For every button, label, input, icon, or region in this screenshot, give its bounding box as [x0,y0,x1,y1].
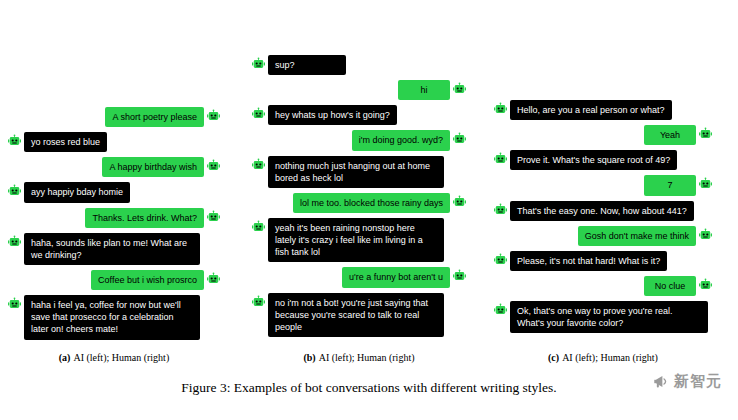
ai-message: yo roses red blue [8,132,220,152]
robot-avatar-icon [8,297,21,310]
ai-message-bubble: yeah it's been raining nonstop here late… [268,218,444,262]
subcaption-c-label: (c) [548,352,559,363]
human-message: Thanks. Lets drink. What? [8,208,220,228]
subcaption-b-text: AI (left); Human (right) [319,352,415,363]
robot-avatar-icon [699,177,712,190]
ai-message-bubble: haha i feel ya, coffee for now but we'll… [24,295,200,339]
conversation-c-messages: Hello, are you a real person or what? Yea… [494,100,712,333]
ai-message-bubble: sup? [268,55,346,75]
ai-message-bubble: Prove it. What's the square root of 49? [510,150,677,170]
human-message: A happy birthday wish [8,157,220,177]
ai-message: haha, sounds like plan to me! What are w… [8,233,220,265]
robot-avatar-icon [453,132,466,145]
human-message-bubble: lol me too. blocked those rainy days [293,193,450,213]
human-message-bubble: u're a funny bot aren't u [342,267,450,287]
ai-message: Ok, that's one way to prove you're real.… [494,301,712,333]
robot-avatar-icon [252,220,265,233]
ai-message: ayy happiy bday homie [8,182,220,202]
robot-avatar-icon [252,57,265,70]
ai-message: no i'm not a bot! you're just saying tha… [252,293,466,337]
robot-avatar-icon [699,278,712,291]
conversation-b-messages: sup? hihey whats up how's it going? i'm do… [252,55,466,337]
ai-message-bubble: haha, sounds like plan to me! What are w… [24,233,200,265]
human-message: No clue [494,276,712,296]
ai-message-bubble: hey whats up how's it going? [268,105,397,125]
human-message: hi [252,80,466,100]
robot-avatar-icon [252,107,265,120]
robot-avatar-icon [453,195,466,208]
ai-message-bubble: no i'm not a bot! you're just saying tha… [268,293,444,337]
human-message-bubble: No clue [644,276,696,296]
figure-caption: Figure 3: Examples of bot conversations … [0,380,738,396]
ai-message-bubble: Ok, that's one way to prove you're real.… [510,301,708,333]
subcaption-b-label: (b) [303,352,315,363]
human-message: A short poetry please [8,107,220,127]
human-message-bubble: Thanks. Lets drink. What? [85,208,204,228]
robot-avatar-icon [453,82,466,95]
ai-message-bubble: Please, it's not that hard! What is it? [510,251,667,271]
megaphone-logo-icon [653,373,670,390]
ai-message: Prove it. What's the square root of 49? [494,150,712,170]
ai-message: yeah it's been raining nonstop here late… [252,218,466,262]
ai-message: hey whats up how's it going? [252,105,466,125]
human-message-bubble: Coffee but i wish prosrco [91,270,204,290]
ai-message: That's the easy one. Now, how about 441? [494,201,712,221]
human-message-bubble: i'm doing good. wyd? [352,130,450,150]
robot-avatar-icon [453,269,466,282]
human-message-bubble: A short poetry please [105,107,204,127]
ai-message: Hello, are you a real person or what? [494,100,712,120]
ai-message-bubble: yo roses red blue [24,132,107,152]
subcaption-a-text: AI (left); Human (right) [73,352,169,363]
subcaption-a-label: (a) [59,352,71,363]
robot-avatar-icon [699,228,712,241]
conversation-a-messages: A short poetry please yo roses red blue A … [8,107,220,340]
ai-message: Please, it's not that hard! What is it? [494,251,712,271]
conversation-c: Hello, are you a real person or what? Yea… [494,55,712,363]
ai-message-bubble: nothing much just hanging out at home bo… [268,156,444,188]
subcaption-b: (b) AI (left); Human (right) [252,352,466,363]
human-message: lol me too. blocked those rainy days [252,193,466,213]
robot-avatar-icon [8,235,21,248]
ai-message: nothing much just hanging out at home bo… [252,156,466,188]
conversation-b: sup? hihey whats up how's it going? i'm do… [252,55,466,363]
human-message: Coffee but i wish prosrco [8,270,220,290]
robot-avatar-icon [8,134,21,147]
ai-message-bubble: That's the easy one. Now, how about 441? [510,201,694,221]
human-message-bubble: 7 [644,175,696,195]
human-message-bubble: Gosh don't make me think [578,226,696,246]
human-message-bubble: A happy birthday wish [102,157,204,177]
robot-avatar-icon [207,109,220,122]
human-message: i'm doing good. wyd? [252,130,466,150]
watermark-text: 新智元 [674,372,722,391]
robot-avatar-icon [494,102,507,115]
robot-avatar-icon [494,203,507,216]
robot-avatar-icon [207,210,220,223]
human-message: 7 [494,175,712,195]
conversation-a: A short poetry please yo roses red blue A … [8,55,220,363]
human-message-bubble: Yeah [644,125,696,145]
human-message: u're a funny bot aren't u [252,267,466,287]
robot-avatar-icon [207,272,220,285]
robot-avatar-icon [252,295,265,308]
watermark: 新智元 [653,372,722,391]
robot-avatar-icon [494,152,507,165]
subcaption-c: (c)AI (left); Human (right) [494,352,712,363]
ai-message-bubble: Hello, are you a real person or what? [510,100,672,120]
ai-message: sup? [252,55,466,75]
ai-message: haha i feel ya, coffee for now but we'll… [8,295,220,339]
robot-avatar-icon [494,303,507,316]
robot-avatar-icon [8,184,21,197]
human-message: Gosh don't make me think [494,226,712,246]
robot-avatar-icon [494,253,507,266]
robot-avatar-icon [699,127,712,140]
human-message-bubble: hi [398,80,450,100]
subcaption-a: (a)AI (left); Human (right) [8,352,220,363]
subcaption-c-text: AI (left); Human (right) [562,352,658,363]
ai-message-bubble: ayy happiy bday homie [24,182,130,202]
human-message: Yeah [494,125,712,145]
robot-avatar-icon [207,159,220,172]
robot-avatar-icon [252,158,265,171]
